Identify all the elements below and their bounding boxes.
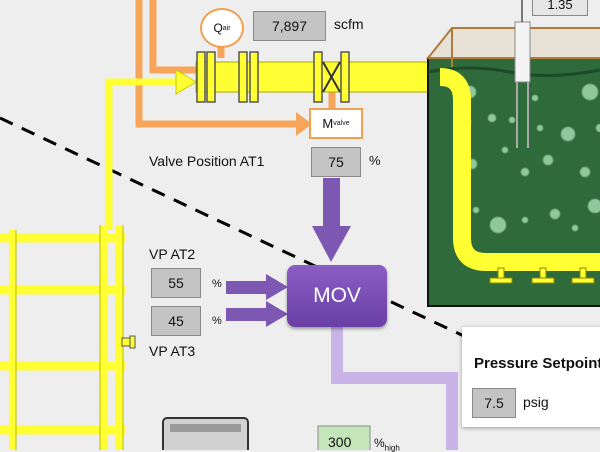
valve-motor-sub: valve [333,120,350,127]
pressure-setpoint-unit: psig [523,394,549,410]
vp-at3-value: 45 [151,306,201,336]
control-valve-body [322,61,341,93]
mov-controller[interactable]: MOV [287,265,387,327]
air-header-manifold [0,225,125,450]
purple-signal-arrows [226,178,351,327]
small-valve-fitting [121,335,136,349]
yellow-arrowhead [175,69,197,95]
bottom-readout-unit-sub: high [384,443,400,452]
vp-at2-value: 55 [151,268,201,298]
orange-arrowhead [296,112,312,136]
valve-position-at1-unit: % [369,153,381,168]
orange-signal-lines [135,0,336,128]
bottom-readout-box [317,425,371,450]
bottom-readout-unit: %high [374,436,400,452]
pressure-setpoint-value[interactable]: 7.5 [472,388,516,418]
pipe-flanges [196,51,350,103]
pressure-setpoint-title: Pressure Setpoint [474,355,600,372]
valve-motor-label: M [322,116,334,131]
yellow-air-riser [105,78,180,230]
air-flow-value: 7,897 [253,11,326,41]
tank-drop-pipe [439,68,600,271]
valve-position-at1-value: 75 [311,147,361,177]
bottom-readout-value: 300 [328,434,352,450]
valve-position-at1-label: Valve Position AT1 [149,153,265,169]
air-flow-meter-label: Q [213,21,223,35]
air-flow-unit: scfm [334,16,364,32]
vp-at2-label: VP AT2 [149,246,196,262]
mov-output-line [331,326,458,450]
air-flow-meter-sub: air [222,24,231,32]
bottom-readout-unit-main: % [374,436,385,450]
probe-sensor [514,0,531,148]
mov-label: MOV [313,284,361,307]
probe-readout: 1.35 [532,0,588,16]
diffusers [489,267,595,284]
vp-at3-unit: % [212,315,222,327]
vp-at2-unit: % [212,278,222,290]
pressure-setpoint-panel: Pressure Setpoint [462,327,600,427]
vp-at3-label: VP AT3 [149,343,196,359]
bottom-device [162,417,249,450]
